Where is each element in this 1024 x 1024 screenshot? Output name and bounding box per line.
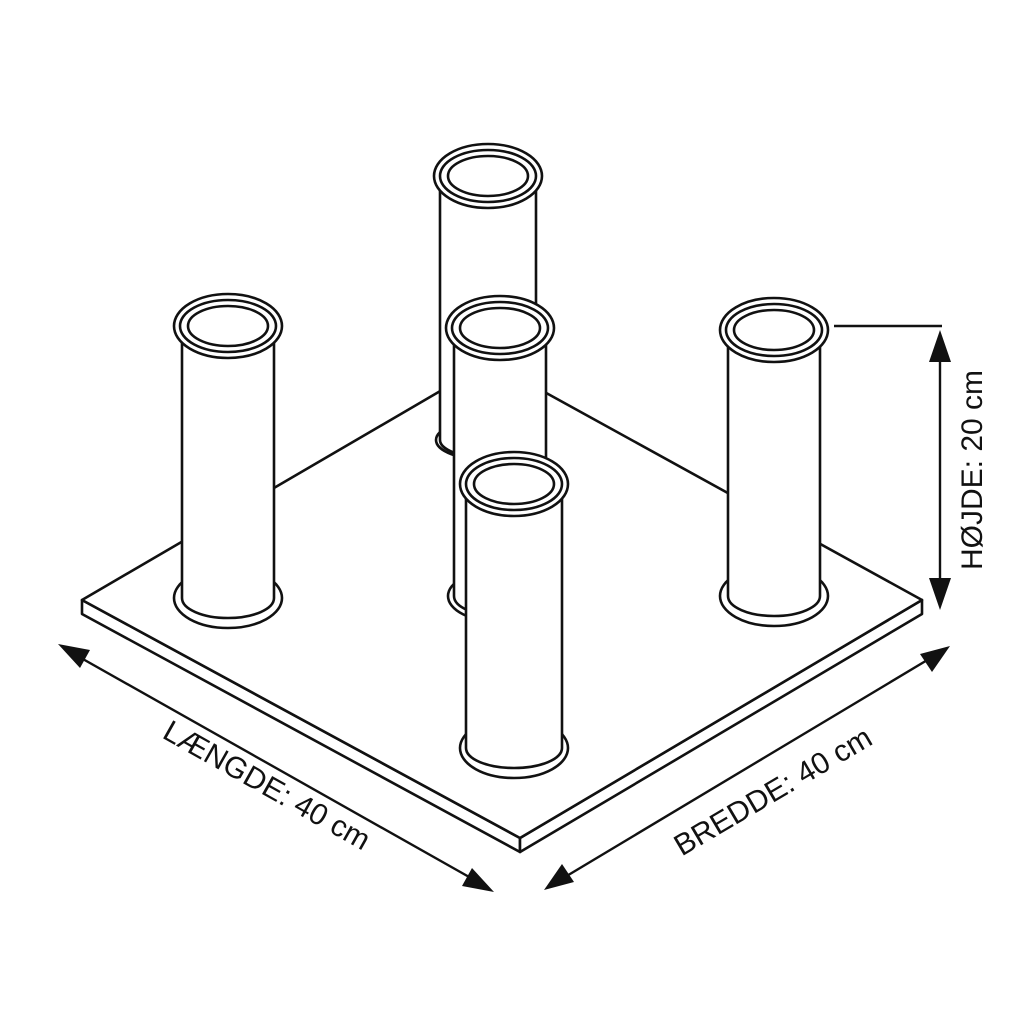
post-right [718, 296, 830, 628]
post-left [172, 292, 284, 630]
dimension-height: HØJDE: 20 cm [834, 324, 989, 610]
height-label: HØJDE: 20 cm [956, 370, 989, 570]
post-front [458, 450, 570, 780]
